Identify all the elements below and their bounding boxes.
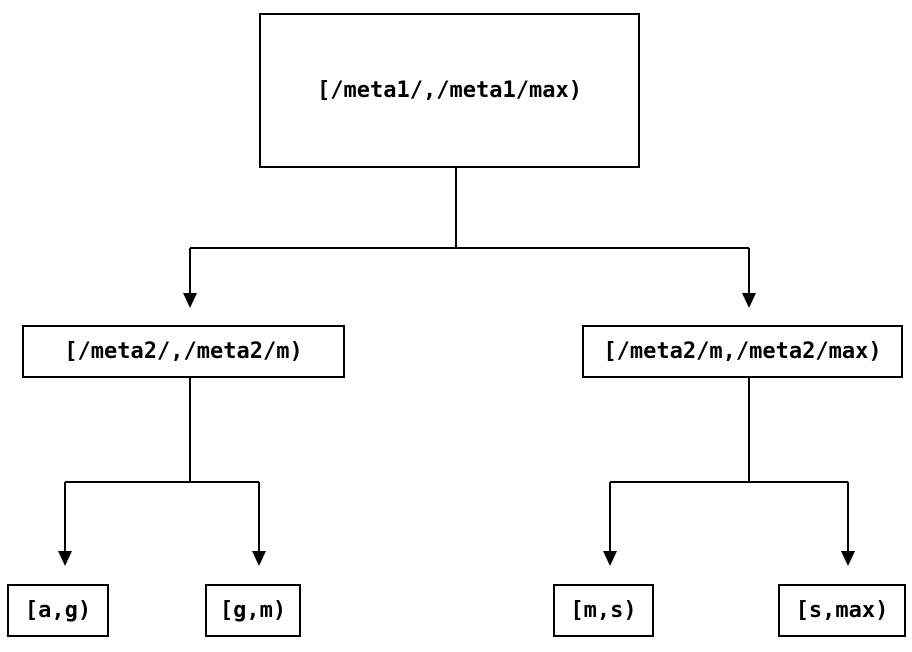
node-leaf-g-m: [g,m) — [205, 584, 301, 637]
edge-right-to-leaves — [603, 378, 855, 566]
node-leaf-s-max: [s,max) — [778, 584, 906, 637]
arrowhead-left-child — [183, 293, 197, 308]
arrowhead-right-child — [742, 293, 756, 308]
node-leaf-g-m-label: [g,m) — [219, 598, 287, 623]
node-leaf-s-max-label: [s,max) — [795, 598, 889, 623]
arrowhead-leaf-ag — [58, 551, 72, 566]
node-root: [/meta1/,/meta1/max) — [259, 13, 640, 168]
node-level2-right: [/meta2/m,/meta2/max) — [582, 325, 903, 378]
node-level2-right-label: [/meta2/m,/meta2/max) — [603, 339, 882, 364]
node-leaf-a-g-label: [a,g) — [24, 598, 92, 623]
edge-root-to-level2 — [183, 168, 756, 308]
edge-left-to-leaves — [58, 378, 266, 566]
arrowhead-leaf-smax — [841, 551, 855, 566]
node-leaf-m-s: [m,s) — [553, 584, 654, 637]
arrowhead-leaf-ms — [603, 551, 617, 566]
arrowhead-leaf-gm — [252, 551, 266, 566]
node-leaf-m-s-label: [m,s) — [570, 598, 637, 623]
node-root-label: [/meta1/,/meta1/max) — [317, 78, 582, 103]
node-level2-left-label: [/meta2/,/meta2/m) — [64, 339, 303, 364]
node-level2-left: [/meta2/,/meta2/m) — [22, 325, 345, 378]
node-leaf-a-g: [a,g) — [7, 584, 109, 637]
